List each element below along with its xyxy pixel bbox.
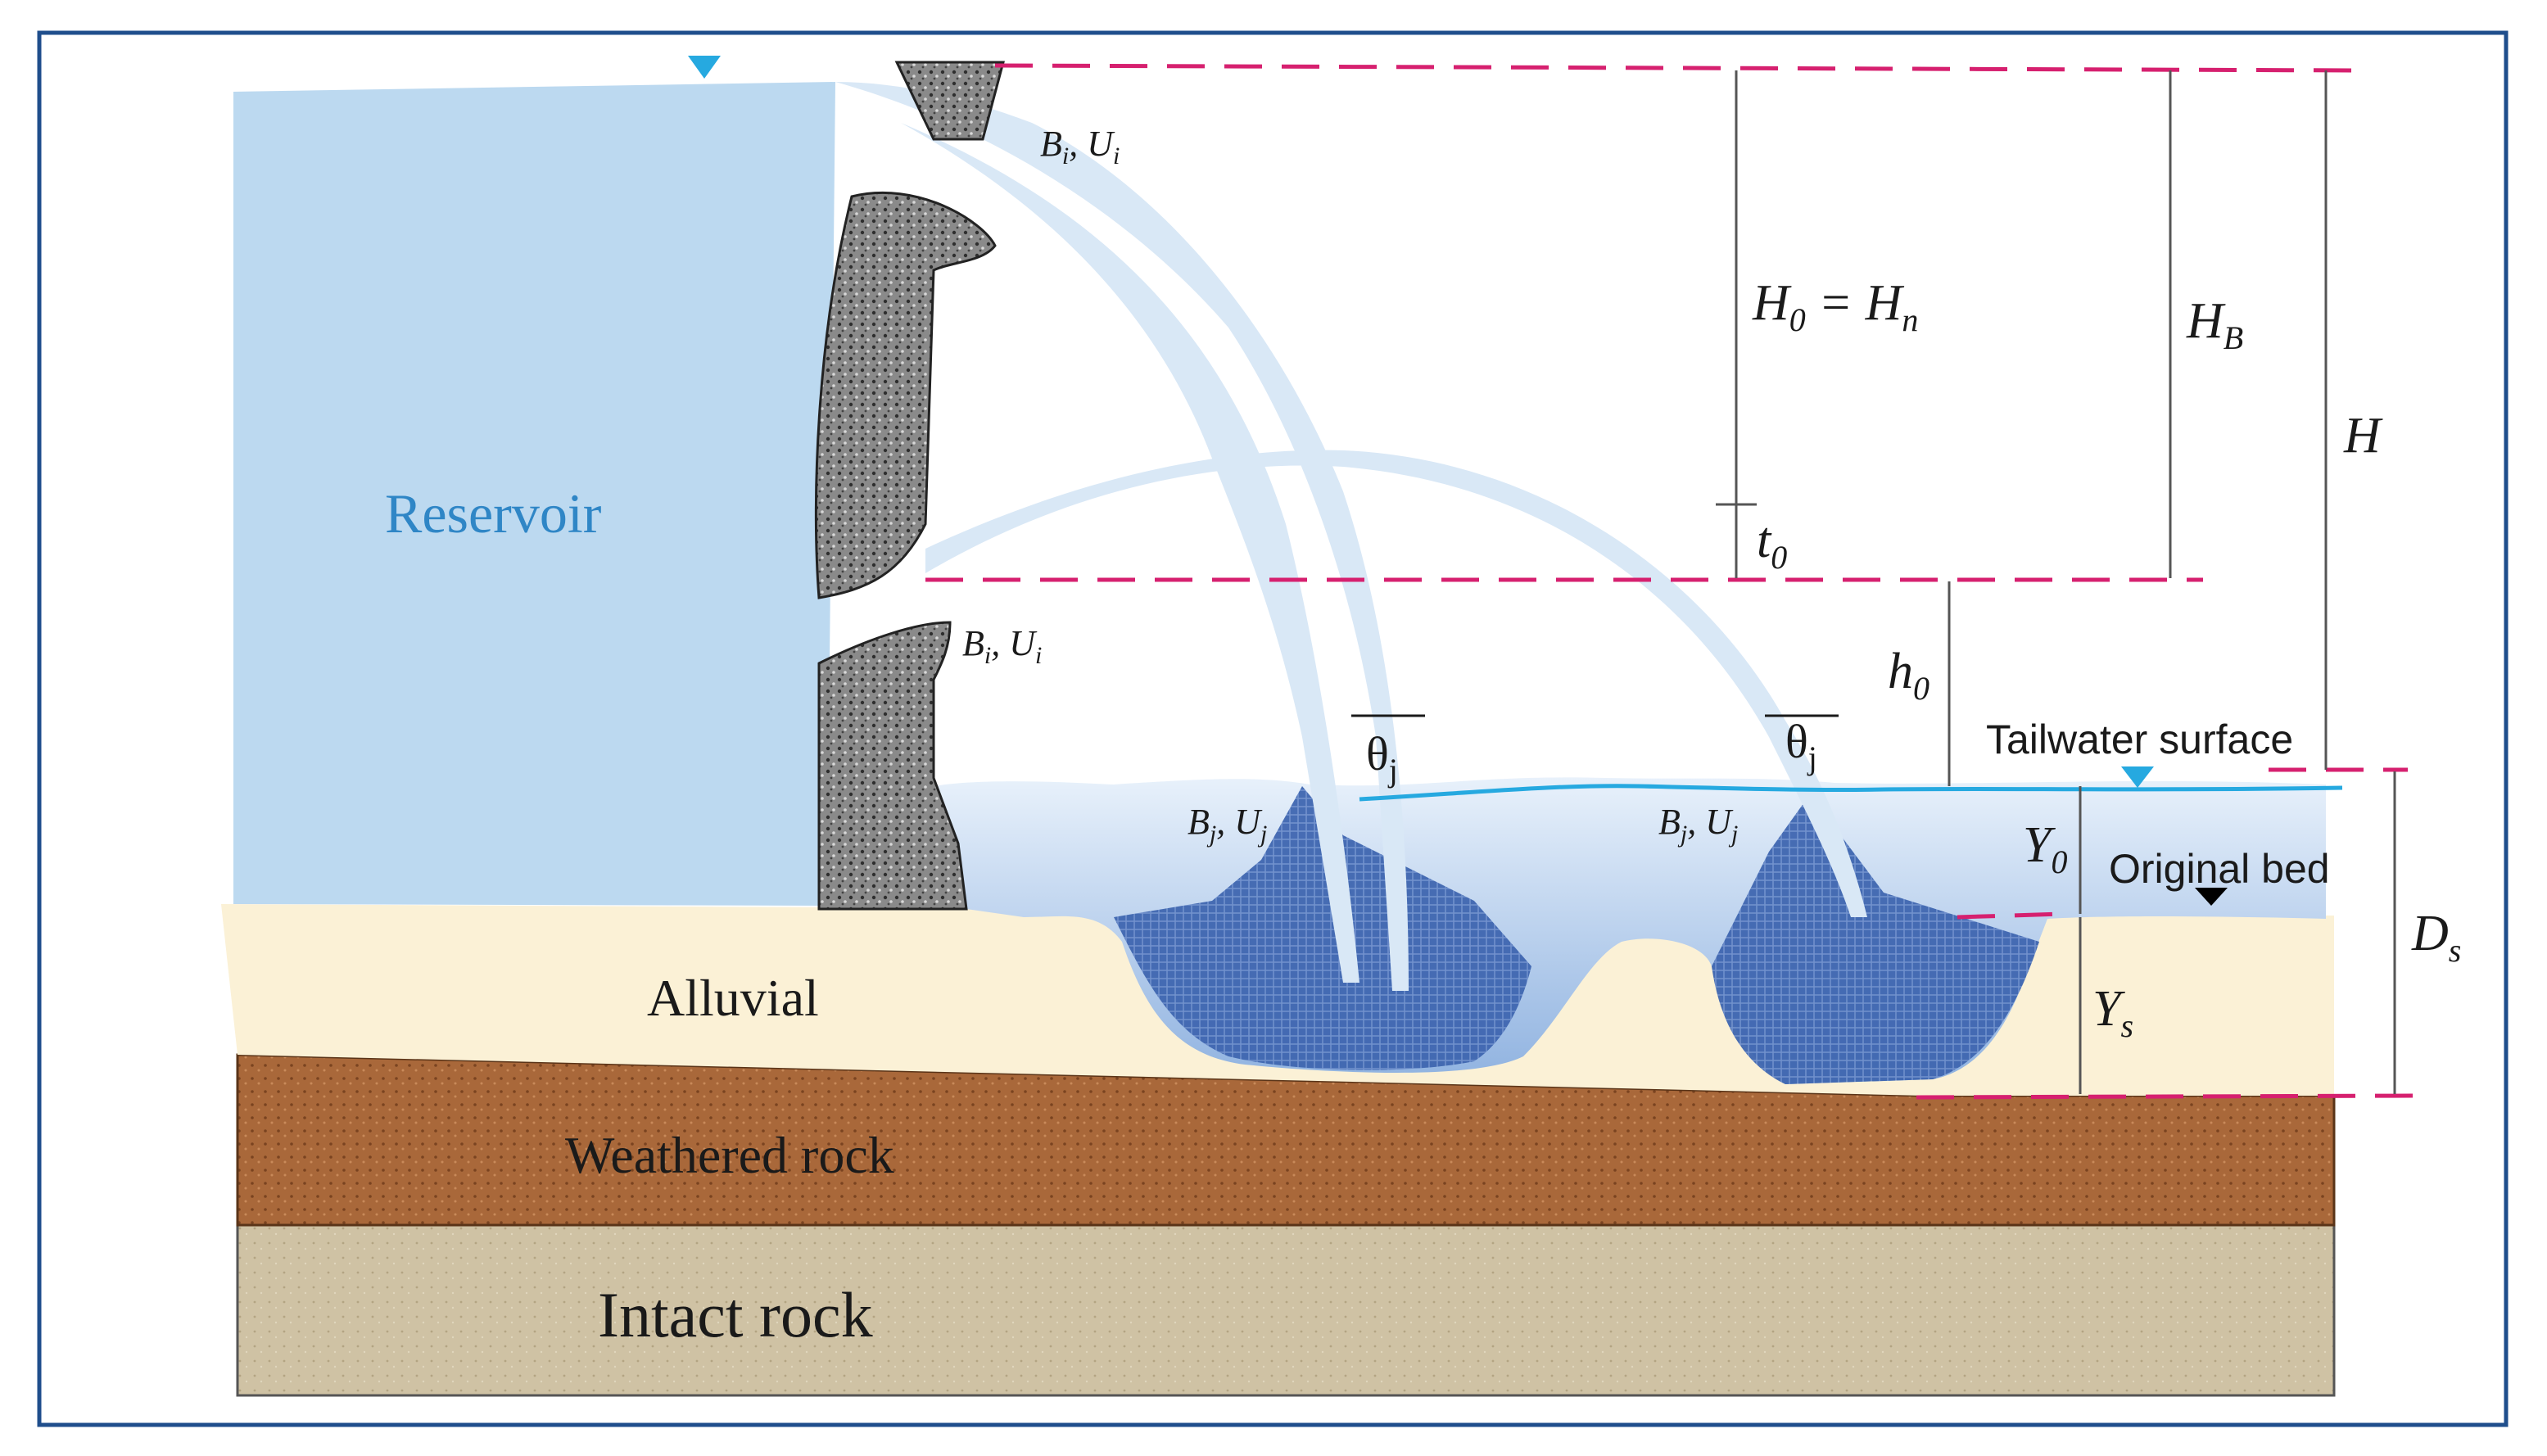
tailwater-surface-label: Tailwater surface [1986,717,2293,762]
reference-lines [925,63,2417,1100]
intact-rock-layer [236,1223,2336,1397]
dam-lower-outlet [817,621,968,911]
dam-upper-crest [894,61,1005,141]
dim-Ds: Ds [2411,906,2461,969]
weathered-rock-label: Weathered rock [565,1126,894,1184]
impact-left-label: Bj, Uj [1188,802,1267,848]
dim-H: H [2343,408,2383,463]
dam-upper-lip [814,192,997,599]
jet-lower [925,450,1867,917]
tailwater-level-marker [2121,766,2154,788]
tailwater-line [1359,784,2343,802]
original-bed-label: Original bed [2109,846,2330,892]
impact-right-label: Bj, Uj [1658,802,1738,848]
dim-H0-Hn: H0 = Hn [1752,275,1918,338]
reservoir-label: Reservoir [385,482,602,545]
original-bed-marker [2195,888,2228,906]
angle-left-label: θj [1366,727,1398,789]
dimension-lines [1716,70,2396,1094]
dim-h0: h0 [1888,644,1929,707]
dim-HB: HB [2186,293,2243,356]
outlet-lower-label: Bi, Ui [962,623,1042,669]
dim-Ys: Ys [2092,981,2133,1044]
alluvial-label: Alluvial [647,969,819,1027]
dim-t0: t0 [1757,513,1787,576]
angle-right-label: θj [1785,715,1817,776]
scour-hole-left [1114,786,1531,1070]
reservoir-water [233,82,835,906]
scour-hole-right [1712,794,2039,1084]
dim-Y0: Y0 [2023,817,2067,880]
reservoir-level-marker [688,56,721,79]
jet-upper-arc [901,123,1359,983]
intact-rock-label: Intact rock [598,1279,873,1350]
outlet-upper-label: Bi, Ui [1040,124,1120,170]
